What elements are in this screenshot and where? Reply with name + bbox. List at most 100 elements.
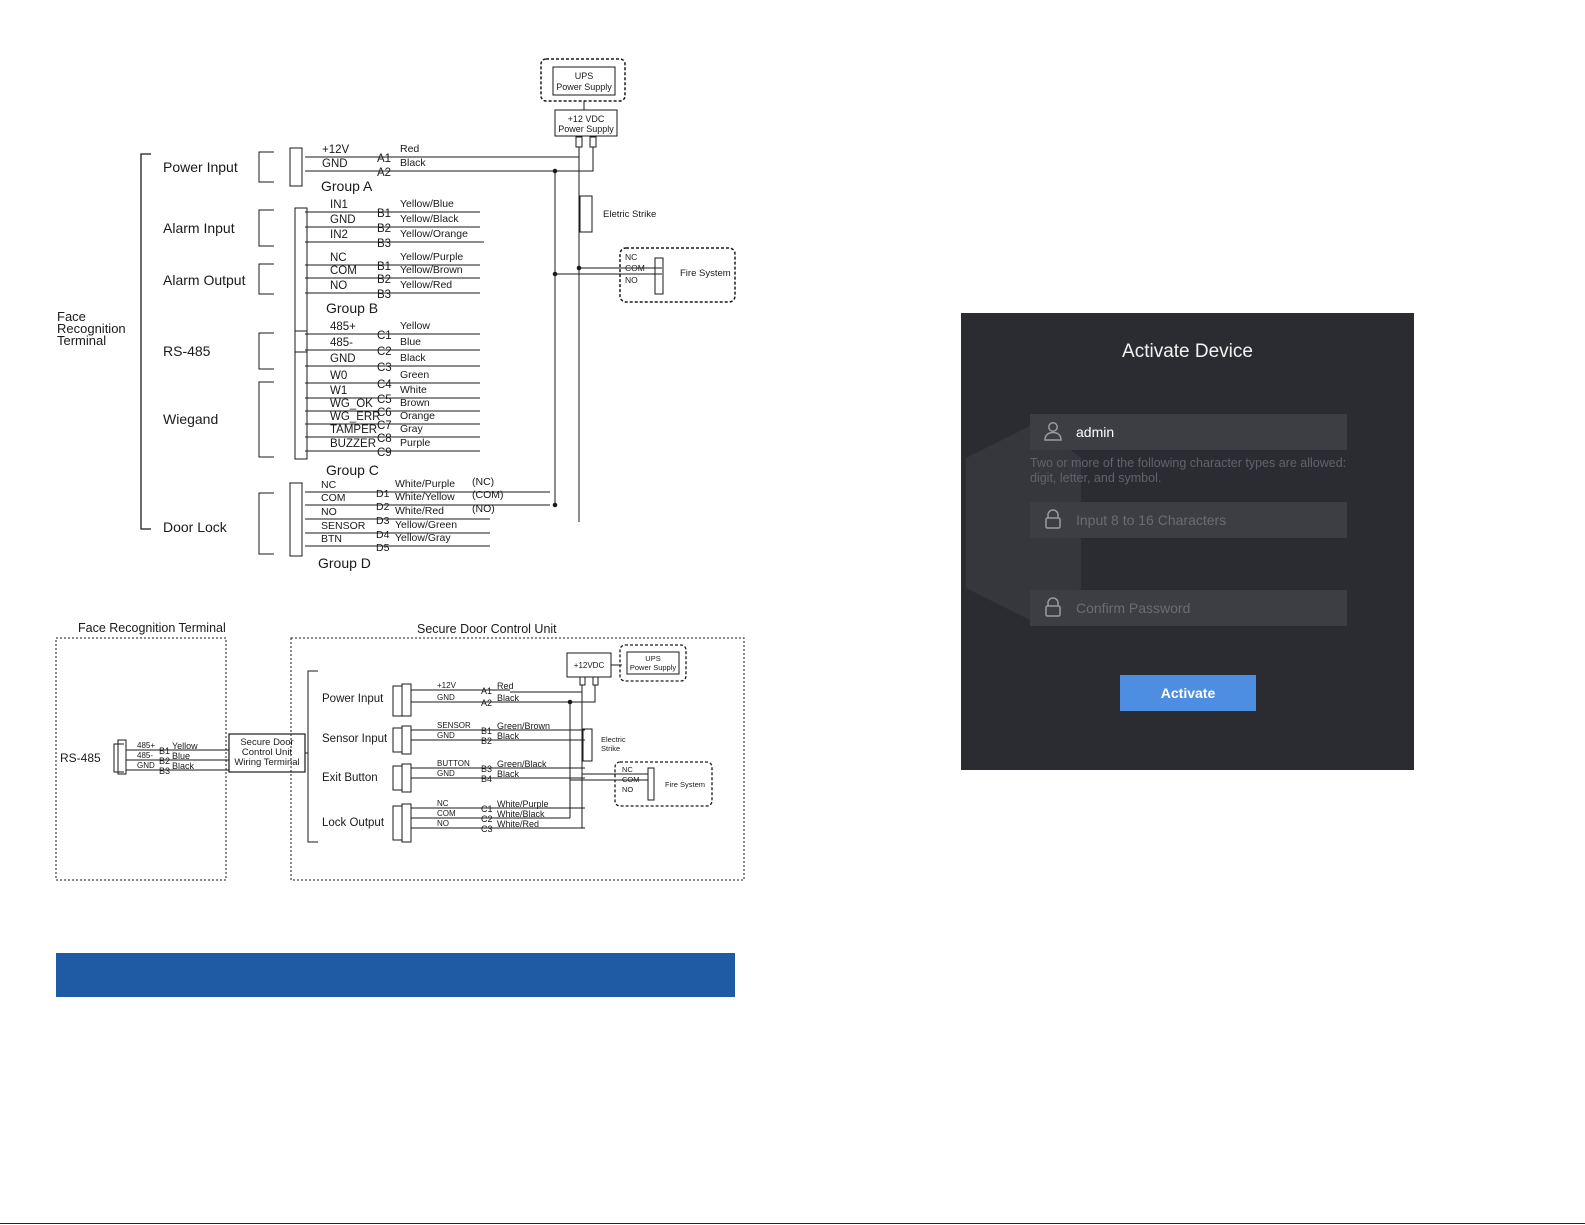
- pin-signal-label: W1: [330, 385, 347, 397]
- d2-fire-nc: NC: [622, 765, 633, 774]
- wire-color-label: Yellow/Purple: [400, 251, 463, 263]
- sdcu-pin-number: C2: [481, 814, 493, 824]
- fire-terminal-no: NO: [625, 275, 638, 285]
- door-lock-note: (COM): [472, 489, 504, 501]
- group-alarm-output: Alarm Output: [163, 272, 246, 288]
- pin-number-label: A2: [377, 167, 391, 179]
- electric-strike-label: Eletric Strike: [603, 209, 656, 220]
- pin-signal-label: NO: [321, 506, 337, 518]
- ups-label-2: Power Supply: [556, 82, 612, 92]
- pin-number-label: B1: [377, 261, 391, 273]
- pin-number-label: C5: [377, 394, 392, 406]
- group-rs485: RS-485: [163, 343, 211, 359]
- pin-signal-label: BUZZER: [330, 438, 376, 450]
- pin-number-label: D4: [376, 529, 390, 541]
- activate-button[interactable]: Activate: [1120, 675, 1256, 711]
- pin-signal-label: SENSOR: [321, 520, 366, 532]
- d2-strike-label-2: Strike: [601, 744, 620, 753]
- sdcu-pin-signal: +12V: [437, 681, 457, 690]
- wire-color-label: Orange: [400, 410, 435, 422]
- wire-color-label: White/Purple: [395, 478, 455, 490]
- wiring-box-line-1: Secure Door: [240, 737, 293, 748]
- terminal-label-3: Terminal: [57, 333, 106, 348]
- face-pin-number: B2: [159, 756, 170, 766]
- pin-number-label: A1: [377, 153, 391, 165]
- wire-color-label: Yellow/Gray: [395, 532, 451, 544]
- password-hint: Two or more of the following character t…: [1030, 456, 1347, 485]
- sdcu-pin-number: B1: [481, 726, 492, 736]
- sdcu-pin-number: A2: [481, 698, 492, 708]
- face-terminal-title: Face Recognition Terminal: [78, 621, 226, 635]
- electric-strike-symbol: [579, 195, 593, 233]
- door-lock-note: (NO): [472, 503, 495, 515]
- pin-number-label: C9: [377, 447, 392, 459]
- pin-signal-label: COM: [330, 265, 357, 277]
- activate-device-panel: Activate Device admin Two or more of the…: [961, 313, 1414, 770]
- ups-label: UPS: [575, 71, 594, 81]
- pin-number-label: D3: [376, 515, 390, 527]
- sdcu-wire-color: Red: [497, 681, 514, 691]
- wiring-box-line-3: Wiring Terminal: [234, 757, 299, 768]
- wiring-terminal-box: [228, 733, 306, 773]
- sdcu-wire-color: Black: [497, 693, 520, 703]
- confirm-password-field[interactable]: Confirm Password: [1030, 590, 1347, 626]
- sdcu-wire-color: Black: [497, 731, 520, 741]
- pin-number-label: C7: [377, 420, 392, 432]
- wire-color-label: Purple: [400, 437, 431, 449]
- wire-color-label: Yellow/Green: [395, 519, 457, 531]
- password-field[interactable]: Input 8 to 16 Characters: [1030, 502, 1347, 538]
- d2-ups-label-2: Power Supply: [630, 663, 677, 672]
- pin-signal-label: NC: [321, 479, 337, 491]
- pin-signal-label: COM: [321, 492, 346, 504]
- sdcu-pin-signal: COM: [437, 809, 456, 818]
- wire-color-label: White/Red: [395, 505, 444, 517]
- pin-signal-label: WG_ERR: [330, 411, 380, 423]
- pin-number-label: D1: [376, 488, 390, 500]
- wire-color-label: Yellow/Red: [400, 279, 452, 291]
- pin-signal-label: IN1: [330, 199, 348, 211]
- group-power-input: Power Input: [163, 159, 238, 175]
- wire-color-label: White/Yellow: [395, 491, 455, 503]
- d2-fire-no: NO: [622, 785, 633, 794]
- sdcu-wire-color: Black: [497, 769, 520, 779]
- wire-color-label: Yellow/Brown: [400, 264, 463, 276]
- sdcu-pin-number: B3: [481, 764, 492, 774]
- pin-signal-label: GND: [322, 158, 348, 170]
- pin-number-label: C1: [377, 330, 392, 342]
- ups-dashed-box: [540, 58, 626, 102]
- group-b-label: Group B: [326, 300, 378, 316]
- lock-icon: [1042, 596, 1066, 620]
- wire-color-label: White: [400, 384, 427, 396]
- page-bottom-rule: [0, 1223, 1585, 1224]
- section-banner: [56, 953, 735, 997]
- user-icon: [1042, 420, 1066, 444]
- pin-signal-label: GND: [330, 353, 356, 365]
- username-field[interactable]: admin: [1030, 414, 1347, 450]
- fire-terminal-nc: NC: [625, 252, 637, 262]
- fire-system-label: Fire System: [680, 268, 731, 279]
- sdcu-wire-color: Green/Brown: [497, 721, 550, 731]
- pin-signal-label: IN2: [330, 229, 348, 241]
- pin-signal-label: +12V: [322, 144, 350, 156]
- sdcu-pin-number: C1: [481, 804, 493, 814]
- pin-number-label: C8: [377, 433, 392, 445]
- wire-color-label: Gray: [400, 423, 424, 435]
- wire-color-label: Yellow/Blue: [400, 198, 454, 210]
- terminal-label-2: Recognition: [57, 321, 126, 336]
- sdcu-pin-signal: SENSOR: [437, 721, 471, 730]
- face-pin-signal: GND: [137, 761, 155, 770]
- group-a-label: Group A: [321, 178, 373, 194]
- face-pin-signal: 485+: [137, 741, 155, 750]
- lock-icon: [1042, 508, 1066, 532]
- sdcu-pin-number: B2: [481, 736, 492, 746]
- pin-number-label: C2: [377, 346, 392, 358]
- terminal-label-1: Face: [57, 309, 86, 324]
- face-pin-number: B1: [159, 746, 170, 756]
- pin-number-label: B2: [377, 274, 391, 286]
- vdc-label-2: Power Supply: [558, 124, 614, 134]
- fire-system-box: [619, 247, 736, 303]
- face-terminal-box: [55, 637, 227, 881]
- sdcu-pin-signal: NO: [437, 819, 449, 828]
- face-pin-number: B3: [159, 766, 170, 776]
- activate-title: Activate Device: [1122, 341, 1253, 362]
